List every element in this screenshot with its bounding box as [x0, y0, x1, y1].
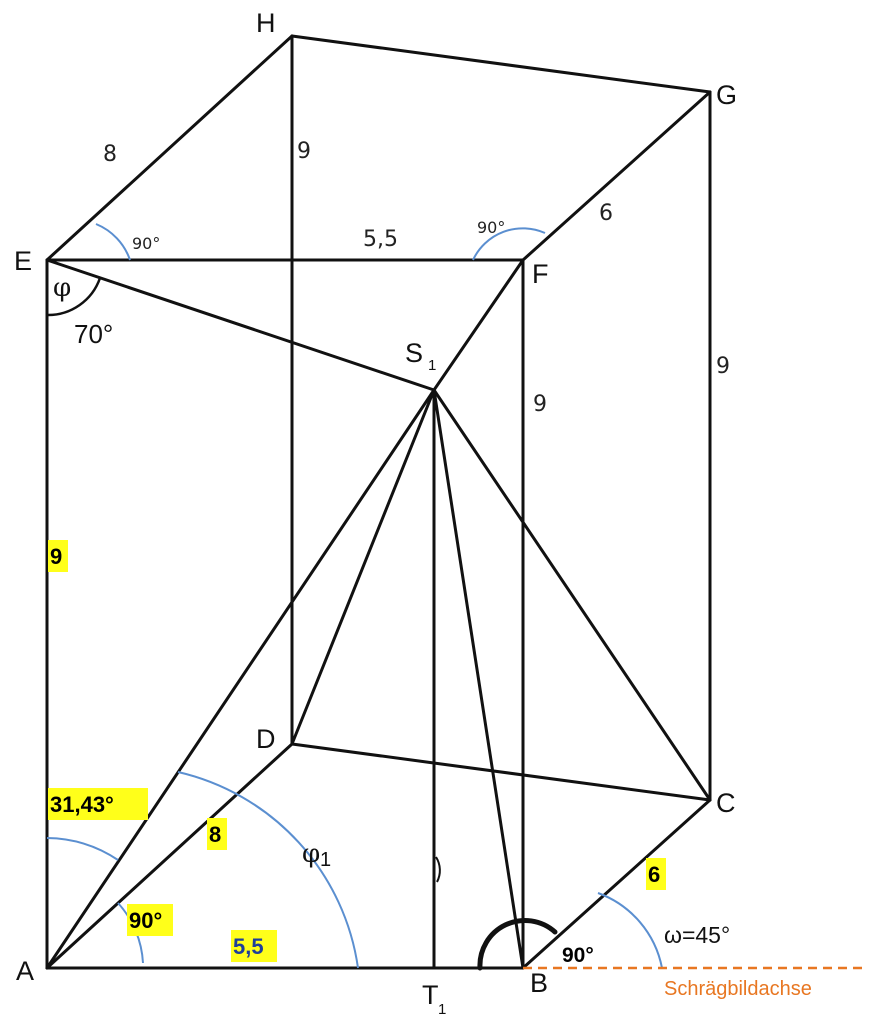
angle-arcs — [46, 223, 663, 971]
vertex-label-S1: S — [405, 338, 423, 368]
angle-label-A-90: 90° — [129, 908, 162, 933]
length-label-EF: 5,5 — [363, 227, 398, 252]
highlighted-labels: 9 31,43° 8 90° 5,5 6 — [48, 540, 666, 962]
edge-D-S1 — [290, 388, 436, 746]
vertex-label-E: E — [14, 246, 32, 276]
highlight-A-90 — [127, 904, 173, 936]
edge-F-S1 — [432, 258, 525, 392]
arc-E-90 — [95, 223, 131, 261]
angle-label-B-90: 90° — [562, 944, 594, 967]
length-label-EH: 8 — [103, 142, 117, 167]
length-label-FG: 6 — [599, 201, 613, 226]
vertex-label-A: A — [16, 956, 34, 986]
vertex-label-T1: T — [422, 980, 439, 1010]
edge-E-S1 — [45, 258, 436, 392]
vertex-label-H: H — [256, 8, 276, 38]
length-label-AE: 9 — [50, 544, 62, 569]
vertex-label-F: F — [532, 259, 549, 289]
length-label-BC: 6 — [648, 862, 660, 887]
length-label-AD: 8 — [209, 822, 221, 847]
arc-T1-tick — [435, 856, 441, 883]
length-label-BF: 9 — [533, 392, 547, 417]
edge-EH — [45, 34, 294, 262]
vertex-labels: A B C D E F G H S 1 T 1 — [14, 8, 737, 1018]
vertex-label-T1-sub: 1 — [438, 1001, 446, 1018]
length-labels: 8 9 5,5 6 9 9 — [103, 139, 730, 417]
highlight-BC — [646, 858, 666, 890]
length-label-CG: 9 — [716, 354, 730, 379]
length-label-DH: 9 — [297, 139, 311, 164]
edge-A-S1 — [45, 388, 436, 970]
highlight-AD — [207, 818, 227, 850]
edge-FG — [521, 90, 712, 262]
pyramid-edges — [45, 258, 712, 970]
vertex-label-B: B — [530, 968, 548, 998]
edge-GH — [290, 34, 712, 94]
angle-label-E-90: 90° — [132, 234, 160, 253]
edge-BC — [521, 798, 712, 970]
arc-B-bold — [477, 917, 558, 971]
angle-label-phi1-sub: 1 — [320, 849, 331, 871]
arc-A-31 — [46, 837, 119, 861]
highlight-A-31 — [48, 788, 148, 820]
vertex-label-G: G — [716, 80, 737, 110]
arc-F-90 — [472, 227, 546, 261]
angle-labels: 90° 90° φ 70° φ 1 90° ω=45° — [53, 218, 730, 967]
arc-omega — [597, 892, 663, 969]
oblique-axis-label: Schrägbildachse — [664, 978, 812, 1000]
angle-label-F-90: 90° — [477, 218, 505, 237]
edge-AD — [45, 742, 294, 970]
angle-label-phi1: φ — [302, 839, 320, 869]
edge-CD — [290, 742, 712, 802]
angle-label-E-70: 70° — [74, 319, 113, 349]
edge-B-S1 — [432, 388, 525, 970]
vertex-label-D: D — [256, 724, 276, 754]
highlight-AB — [231, 930, 277, 962]
angle-label-omega: ω=45° — [664, 922, 730, 948]
arc-phi-E — [46, 277, 102, 317]
vertex-label-C: C — [716, 788, 736, 818]
edge-C-S1 — [432, 388, 712, 802]
angle-label-A-31: 31,43° — [50, 792, 114, 817]
length-label-AB: 5,5 — [233, 934, 264, 959]
vertex-label-S1-sub: 1 — [428, 357, 436, 374]
highlight-AE — [48, 540, 68, 572]
cuboid-edges — [45, 34, 712, 970]
angle-label-phi-E: φ — [53, 273, 71, 303]
arc-phi1 — [177, 771, 359, 969]
